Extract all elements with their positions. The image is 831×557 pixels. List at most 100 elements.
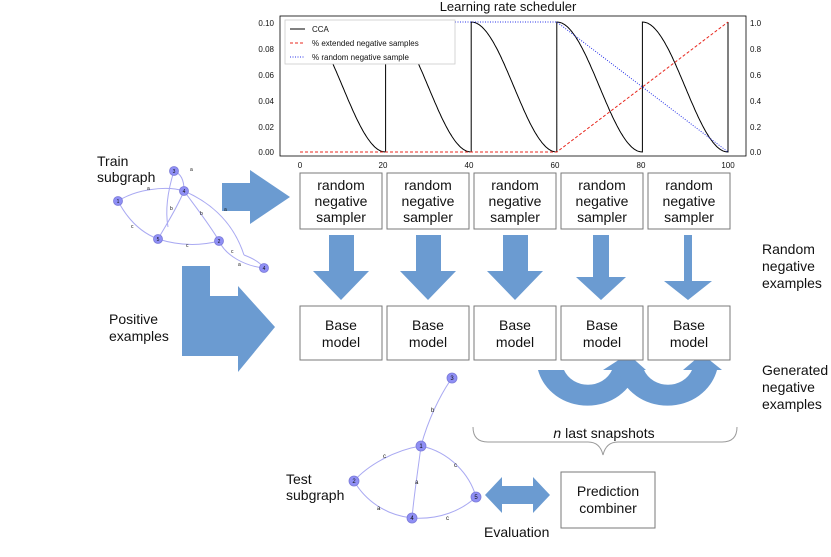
graph-edge bbox=[420, 377, 453, 447]
generated-negative-label: Generated bbox=[762, 362, 828, 378]
graph-edge bbox=[353, 445, 422, 482]
edge-label: c bbox=[383, 454, 386, 460]
edge-label: a bbox=[377, 506, 381, 512]
right-axis-ticks: 1.0 0.8 0.6 0.4 0.2 0.0 bbox=[750, 19, 762, 157]
sampler-line: random bbox=[317, 177, 364, 193]
graph-node bbox=[406, 512, 418, 524]
model-line: Base bbox=[325, 317, 357, 333]
graph-node bbox=[214, 236, 224, 246]
graph-edge bbox=[218, 240, 265, 269]
edge-label: c bbox=[454, 463, 457, 469]
arrow-down bbox=[664, 235, 712, 300]
edge-label: b bbox=[170, 206, 173, 212]
side-labels: Train subgraph Positive examples Random … bbox=[97, 153, 828, 540]
sampler-box: random negative sampler bbox=[386, 172, 470, 230]
sampler-line: negative bbox=[663, 193, 716, 209]
node-label: 1 bbox=[117, 199, 120, 205]
legend-box bbox=[284, 19, 456, 65]
model-line: Base bbox=[499, 317, 531, 333]
sampler-line: sampler bbox=[577, 209, 627, 225]
left-tick-label: 0.02 bbox=[258, 123, 274, 132]
generated-negative-label: negative bbox=[762, 379, 815, 395]
base-model-box: Base model bbox=[299, 305, 383, 361]
graph-node bbox=[259, 263, 269, 273]
series-line-cca bbox=[299, 21, 729, 153]
graph-node bbox=[348, 475, 360, 487]
right-tick-label: 0.0 bbox=[750, 148, 762, 157]
edge-label: a bbox=[190, 167, 193, 173]
sampler-line: sampler bbox=[316, 209, 366, 225]
random-negative-label: negative bbox=[762, 258, 815, 274]
left-axis-ticks: 0.10 0.08 0.06 0.04 0.02 0.00 bbox=[258, 19, 274, 157]
test-subgraph-label: Test bbox=[286, 471, 312, 487]
left-tick-label: 0.04 bbox=[258, 97, 274, 106]
graph-edge bbox=[420, 445, 477, 498]
sampler-row: random negative sampler random negative … bbox=[299, 172, 731, 230]
sampler-line: sampler bbox=[490, 209, 540, 225]
series-line-extended-negative-samples bbox=[300, 21, 729, 153]
x-tick-label: 100 bbox=[721, 161, 735, 170]
edge-label: c bbox=[446, 516, 449, 522]
left-tick-label: 0.08 bbox=[258, 45, 274, 54]
model-line: Base bbox=[586, 317, 618, 333]
base-model-box: Base model bbox=[386, 305, 470, 361]
legend-label-cca: CCA bbox=[312, 25, 330, 34]
edge-label: c bbox=[231, 249, 234, 255]
model-row: Base model Base model Base model Base mo… bbox=[299, 305, 731, 361]
sampler-line: sampler bbox=[664, 209, 714, 225]
graph-node bbox=[470, 491, 482, 503]
random-negative-label: examples bbox=[762, 275, 822, 291]
generated-negative-label: examples bbox=[762, 396, 822, 412]
arrow-evaluation bbox=[485, 477, 550, 513]
sampler-box: random negative sampler bbox=[299, 172, 383, 230]
model-line: model bbox=[409, 334, 447, 350]
train-subgraph: a a c b b c a c a 3 4 1 5 2 4 bbox=[113, 166, 269, 273]
sampler-line: random bbox=[404, 177, 451, 193]
graph-node bbox=[169, 166, 179, 176]
test-subgraph-label: subgraph bbox=[286, 487, 344, 503]
left-tick-label: 0.06 bbox=[258, 71, 274, 80]
arrow-down bbox=[400, 235, 456, 300]
base-model-box: Base model bbox=[560, 305, 644, 361]
model-line: model bbox=[583, 334, 621, 350]
model-line: model bbox=[670, 334, 708, 350]
graph-node bbox=[113, 196, 123, 206]
x-tick-label: 0 bbox=[298, 161, 303, 170]
combiner-line: Prediction bbox=[577, 483, 639, 499]
snapshots-label: n last snapshots bbox=[553, 425, 654, 441]
sampler-line: negative bbox=[402, 193, 455, 209]
node-label: 2 bbox=[218, 239, 221, 245]
base-model-box: Base model bbox=[473, 305, 557, 361]
graph-edge bbox=[411, 445, 422, 519]
edge-label: c bbox=[186, 243, 189, 249]
sampler-line: random bbox=[665, 177, 712, 193]
node-label: 2 bbox=[352, 479, 356, 485]
edge-label: c bbox=[131, 224, 134, 230]
edge-label: a bbox=[415, 480, 419, 486]
train-subgraph-label: subgraph bbox=[97, 169, 155, 185]
graph-edge bbox=[157, 238, 220, 245]
sampler-line: sampler bbox=[403, 209, 453, 225]
sampler-box: random negative sampler bbox=[560, 172, 644, 230]
sampler-line: negative bbox=[315, 193, 368, 209]
node-label: 5 bbox=[157, 237, 160, 243]
edge-label: b bbox=[431, 408, 435, 414]
chart-title: Learning rate scheduler bbox=[440, 0, 577, 14]
model-line: Base bbox=[673, 317, 705, 333]
model-line: Base bbox=[412, 317, 444, 333]
node-label: 3 bbox=[173, 169, 176, 175]
model-line: model bbox=[496, 334, 534, 350]
x-tick-label: 20 bbox=[379, 161, 388, 170]
arrow-down bbox=[487, 235, 543, 300]
lr-scheduler-chart: Learning rate scheduler CCA % extended n… bbox=[258, 0, 761, 170]
x-tick-label: 60 bbox=[551, 161, 560, 170]
edge-label: a bbox=[238, 262, 241, 268]
graph-node bbox=[179, 186, 189, 196]
edge-label: a bbox=[224, 207, 227, 213]
graph-edge bbox=[183, 190, 245, 256]
right-tick-label: 0.8 bbox=[750, 45, 762, 54]
curved-arrow-snapshot bbox=[618, 354, 722, 406]
chart-legend: CCA % extended negative samples % random… bbox=[284, 19, 456, 65]
node-label: 1 bbox=[419, 444, 423, 450]
